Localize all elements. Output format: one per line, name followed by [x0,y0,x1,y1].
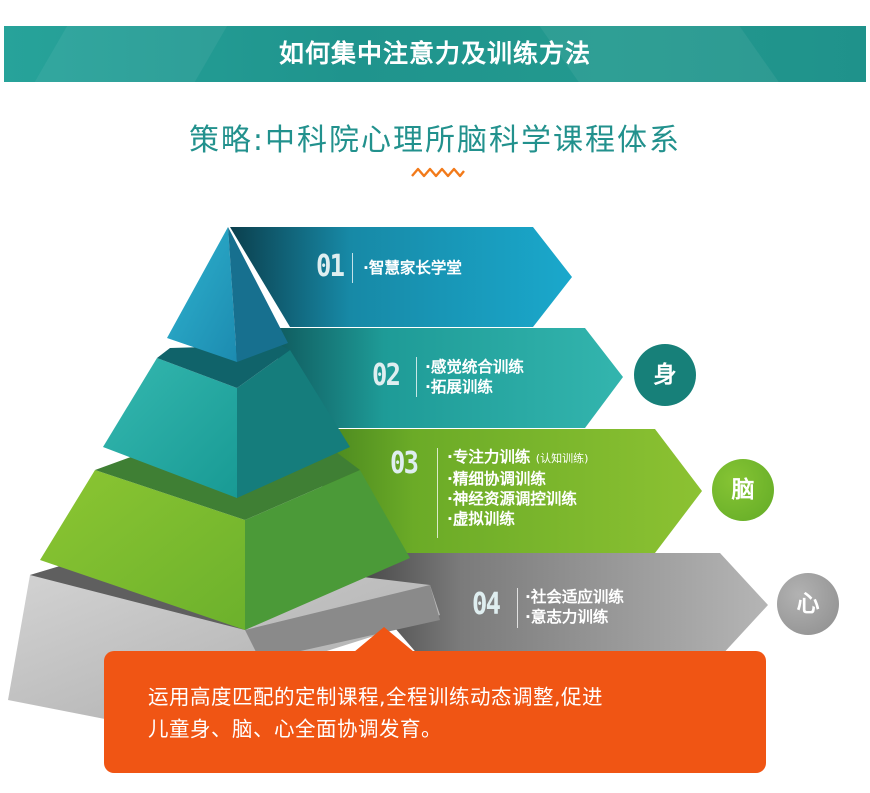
level-03-item: ·专注力训练 (认知训练) [447,448,589,466]
level-01-items: ·智慧家长学堂 [363,258,462,278]
level-04-items: ·社会适应训练 ·意志力训练 [525,587,624,627]
level-03-item-note: (认知训练) [535,452,589,465]
level-04-item: ·意志力训练 [525,608,609,626]
level-02-items: ·感觉统合训练 ·拓展训练 [425,357,524,397]
callout-line-1: 运用高度匹配的定制课程,全程训练动态调整,促进 [148,685,604,709]
header-banner: 如何集中注意力及训练方法 [4,26,866,82]
level-separator [416,357,417,397]
badge-brain: 脑 [712,459,774,521]
level-separator [352,253,353,283]
level-01-item: ·智慧家长学堂 [363,259,462,277]
level-03-items: ·专注力训练 (认知训练) ·精细协调训练 ·神经资源调控训练 ·虚拟训练 [447,447,588,529]
badge-mind: 心 [777,573,839,635]
zigzag-wave-icon [411,167,465,178]
level-02-item: ·感觉统合训练 [425,358,524,376]
level-03-item: ·神经资源调控训练 [447,490,577,508]
callout-pointer [354,627,414,652]
page-title: 如何集中注意力及训练方法 [278,39,591,68]
level-separator [517,588,518,628]
level-number-04: 04 [472,587,501,622]
summary-callout: 运用高度匹配的定制课程,全程训练动态调整,促进 儿童身、脑、心全面协调发育。 [104,651,766,773]
level-number-02: 02 [372,358,401,393]
level-number-01: 01 [316,249,345,284]
level-04-item: ·社会适应训练 [525,588,624,606]
level-number-03: 03 [390,446,419,481]
callout-text: 运用高度匹配的定制课程,全程训练动态调整,促进 儿童身、脑、心全面协调发育。 [148,681,746,745]
level-03-item: ·虚拟训练 [447,510,515,528]
callout-line-2: 儿童身、脑、心全面协调发育。 [148,717,442,741]
level-02-item: ·拓展训练 [425,378,493,396]
strategy-subtitle: 策略:中科院心理所脑科学课程体系 [188,123,682,158]
level-03-item: ·精细协调训练 [447,470,546,488]
level-separator [437,448,438,538]
badge-body: 身 [634,344,696,406]
